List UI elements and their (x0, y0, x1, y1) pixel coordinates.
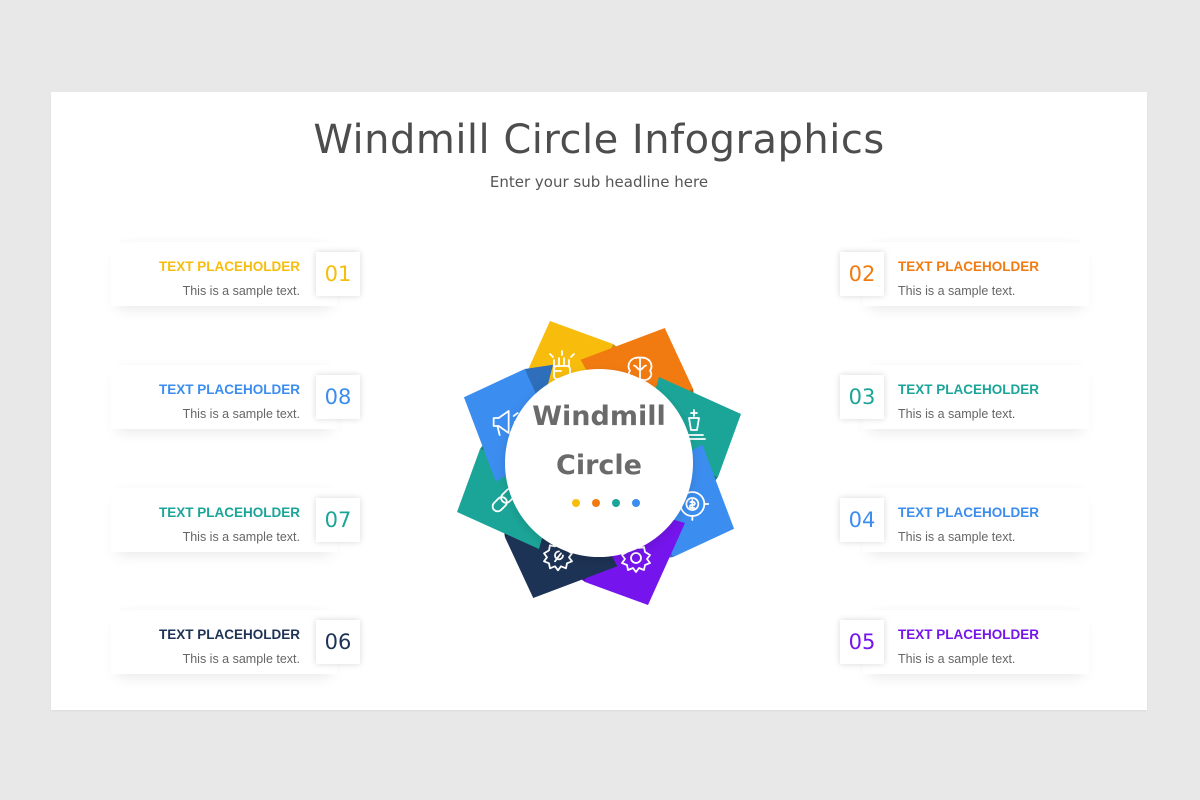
info-card-01: TEXT PLACEHOLDER This is a sample text. … (111, 242, 360, 306)
info-card-03: 03 TEXT PLACEHOLDER This is a sample tex… (840, 365, 1089, 429)
card-text: This is a sample text. (898, 530, 1016, 544)
info-card-02: 02 TEXT PLACEHOLDER This is a sample tex… (840, 242, 1089, 306)
card-heading: TEXT PLACEHOLDER (158, 382, 300, 397)
center-title-line1: Windmill (532, 401, 666, 432)
card-text: This is a sample text. (898, 407, 1016, 421)
card-text: This is a sample text. (182, 652, 300, 666)
card-heading: TEXT PLACEHOLDER (898, 505, 1040, 520)
info-card-06: TEXT PLACEHOLDER This is a sample text. … (111, 610, 360, 674)
blade-fold (524, 364, 554, 411)
card-heading: TEXT PLACEHOLDER (158, 505, 300, 520)
fist-icon (549, 350, 575, 380)
card-number: 06 (316, 620, 360, 664)
info-card-07: TEXT PLACEHOLDER This is a sample text. … (111, 488, 360, 552)
center-dot (632, 499, 640, 507)
center-dot (592, 499, 600, 507)
card-number: 03 (840, 375, 884, 419)
center-circle (505, 369, 693, 557)
card-heading: TEXT PLACEHOLDER (898, 382, 1040, 397)
card-heading: TEXT PLACEHOLDER (898, 259, 1040, 274)
card-number: 08 (316, 375, 360, 419)
info-card-04: 04 TEXT PLACEHOLDER This is a sample tex… (840, 488, 1089, 552)
card-number: 04 (840, 498, 884, 542)
card-heading: TEXT PLACEHOLDER (898, 627, 1040, 642)
card-number: 02 (840, 252, 884, 296)
slide: Windmill Circle Infographics Enter your … (51, 92, 1147, 710)
card-heading: TEXT PLACEHOLDER (158, 259, 300, 274)
page-subtitle: Enter your sub headline here (489, 173, 709, 191)
card-number: 05 (840, 620, 884, 664)
page-title: Windmill Circle Infographics (313, 117, 885, 163)
card-number: 01 (316, 252, 360, 296)
center-dot (572, 499, 580, 507)
info-card-05: 05 TEXT PLACEHOLDER This is a sample tex… (840, 610, 1089, 674)
info-card-08: TEXT PLACEHOLDER This is a sample text. … (111, 365, 360, 429)
card-number: 07 (316, 498, 360, 542)
card-text: This is a sample text. (898, 652, 1016, 666)
card-text: This is a sample text. (182, 407, 300, 421)
windmill-svg (457, 321, 741, 605)
center-dot (612, 499, 620, 507)
card-heading: TEXT PLACEHOLDER (158, 627, 300, 642)
windmill-diagram: Windmill Circle (371, 235, 827, 691)
card-text: This is a sample text. (182, 530, 300, 544)
card-text: This is a sample text. (182, 284, 300, 298)
card-text: This is a sample text. (898, 284, 1016, 298)
center-title-line2: Circle (556, 450, 642, 481)
